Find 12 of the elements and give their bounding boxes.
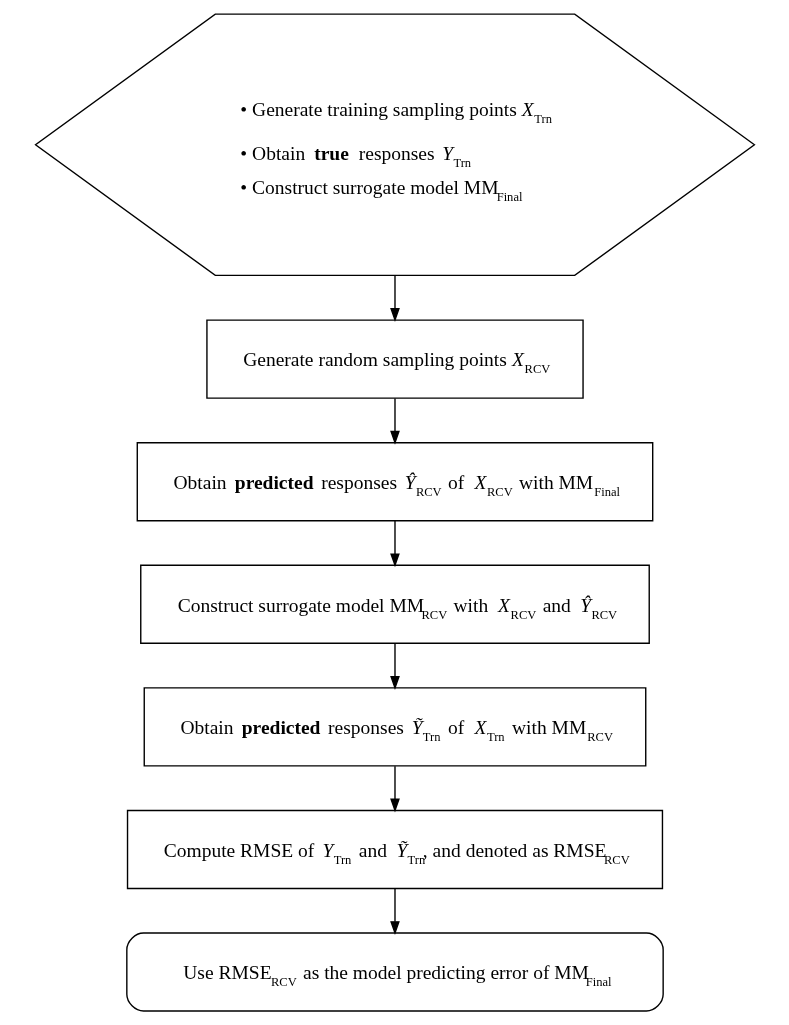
- node-box: Generate random sampling points X$_{RCV}$: [205, 319, 584, 399]
- node-box: Obtain predicted responses Ỹ$_{Trn}$ of X$_{Trn}$ with MM$_{RCV}$: [143, 687, 646, 767]
- node-box: Obtain predicted responses Ŷ$_{RCV}$ of X$_{RCV}$ with MM$_{Final}$: [136, 442, 653, 522]
- arrow: [389, 888, 400, 936]
- arrow: [389, 642, 400, 690]
- arrow: [389, 397, 400, 445]
- node-box: Use RMSE$_{RCV}$ as the model predicting error of MM$_{Final}$: [125, 932, 664, 1012]
- node-box: Compute RMSE of Y$_{Trn}$ and Ỹ$_{Trn}$, and denoted as RMSE$_{RCV}$: [126, 809, 663, 890]
- arrow: [389, 520, 400, 568]
- arrow: [389, 765, 400, 813]
- arrow: [389, 275, 400, 322]
- node-box: Construct surrogate model MM$_{RCV}$ with X$_{RCV}$ and Ŷ$_{RCV}$: [139, 564, 650, 644]
